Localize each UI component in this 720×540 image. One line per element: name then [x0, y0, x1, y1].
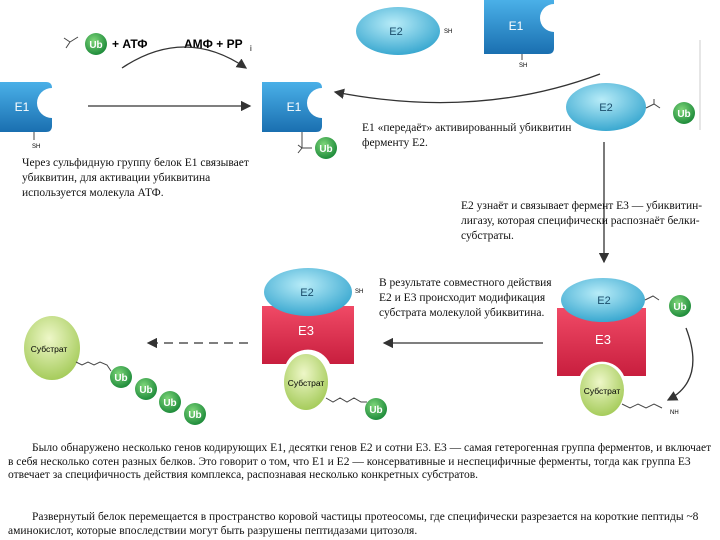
polyubiquitinated-substrate: Субстрат Ub Ub Ub Ub — [24, 316, 206, 425]
ub-chain-label: Ub — [188, 410, 201, 421]
step3-caption: Е2 узнаёт и связывает фермент Е3 — убикв… — [461, 200, 703, 242]
paragraph-2: Развернутый белок перемещается в простра… — [8, 511, 699, 537]
products-text: АМФ + PP — [184, 37, 243, 51]
e2-label: E2 — [389, 26, 402, 38]
atp-curve-arrow — [121, 46, 248, 69]
e1-enzyme-top: E1 SH — [484, 0, 554, 69]
ub-label: Ub — [677, 109, 690, 120]
e2-label: E2 — [599, 102, 612, 114]
e1-label: E1 — [287, 100, 302, 114]
nh2-label: NH — [670, 410, 679, 416]
ub-chain-3 — [159, 391, 181, 413]
substrate-label: Субстрат — [31, 344, 68, 354]
ub-chain-label: Ub — [163, 398, 176, 409]
sh-label: SH — [355, 289, 363, 295]
e1-enzyme-ub: E1 Ub — [262, 82, 337, 159]
e2-label: E2 — [300, 287, 313, 299]
e2-free: E2 SH — [356, 7, 452, 55]
e2-label: E2 — [597, 295, 610, 307]
ub-chain-label: Ub — [139, 385, 152, 396]
step1-ub-free: Ub — [63, 33, 107, 55]
substrate-label: Субстрат — [288, 378, 325, 388]
ub-chain-2 — [135, 378, 157, 400]
e3-label: E3 — [595, 332, 611, 347]
sh-label: SH — [32, 144, 40, 150]
sh-label: SH — [519, 63, 527, 69]
step4-curve-arrow — [666, 327, 694, 401]
e1-enzyme-left: E1 SH — [0, 82, 52, 150]
e3-label: E3 — [298, 323, 314, 338]
products-subscript: i — [250, 44, 252, 53]
step2-arrow — [333, 73, 601, 104]
ub-chain-4 — [184, 403, 206, 425]
reagents-text: + АТФ — [112, 37, 148, 51]
e2-with-ub: E2 Ub — [566, 83, 695, 131]
ub-label: Ub — [319, 144, 332, 155]
ub-label: Ub — [369, 405, 382, 416]
ub-chain-label: Ub — [114, 373, 127, 384]
sh-label: SH — [444, 29, 452, 35]
e2-e3-complex-middle: E3 E2 SH Субстрат Ub — [262, 268, 387, 420]
step4-caption: В результате совместного действия Е2 и Е… — [379, 277, 552, 319]
e2-e3-complex-right: E3 E2 Ub Субстрат NH — [557, 278, 691, 416]
substrate-label: Субстрат — [584, 386, 621, 396]
ub-label: Ub — [673, 302, 686, 313]
paragraph-1: Было обнаружено несколько генов кодирующ… — [8, 442, 712, 481]
ub-chain-1 — [110, 366, 132, 388]
step1-caption: Через сульфидную группу белок Е1 связыва… — [22, 157, 249, 199]
e1-label: E1 — [15, 100, 30, 114]
e1-label: E1 — [509, 19, 524, 33]
ub-label: Ub — [89, 40, 102, 51]
step2-caption: Е1 «передаёт» активированный убиквитин ф… — [362, 122, 572, 149]
